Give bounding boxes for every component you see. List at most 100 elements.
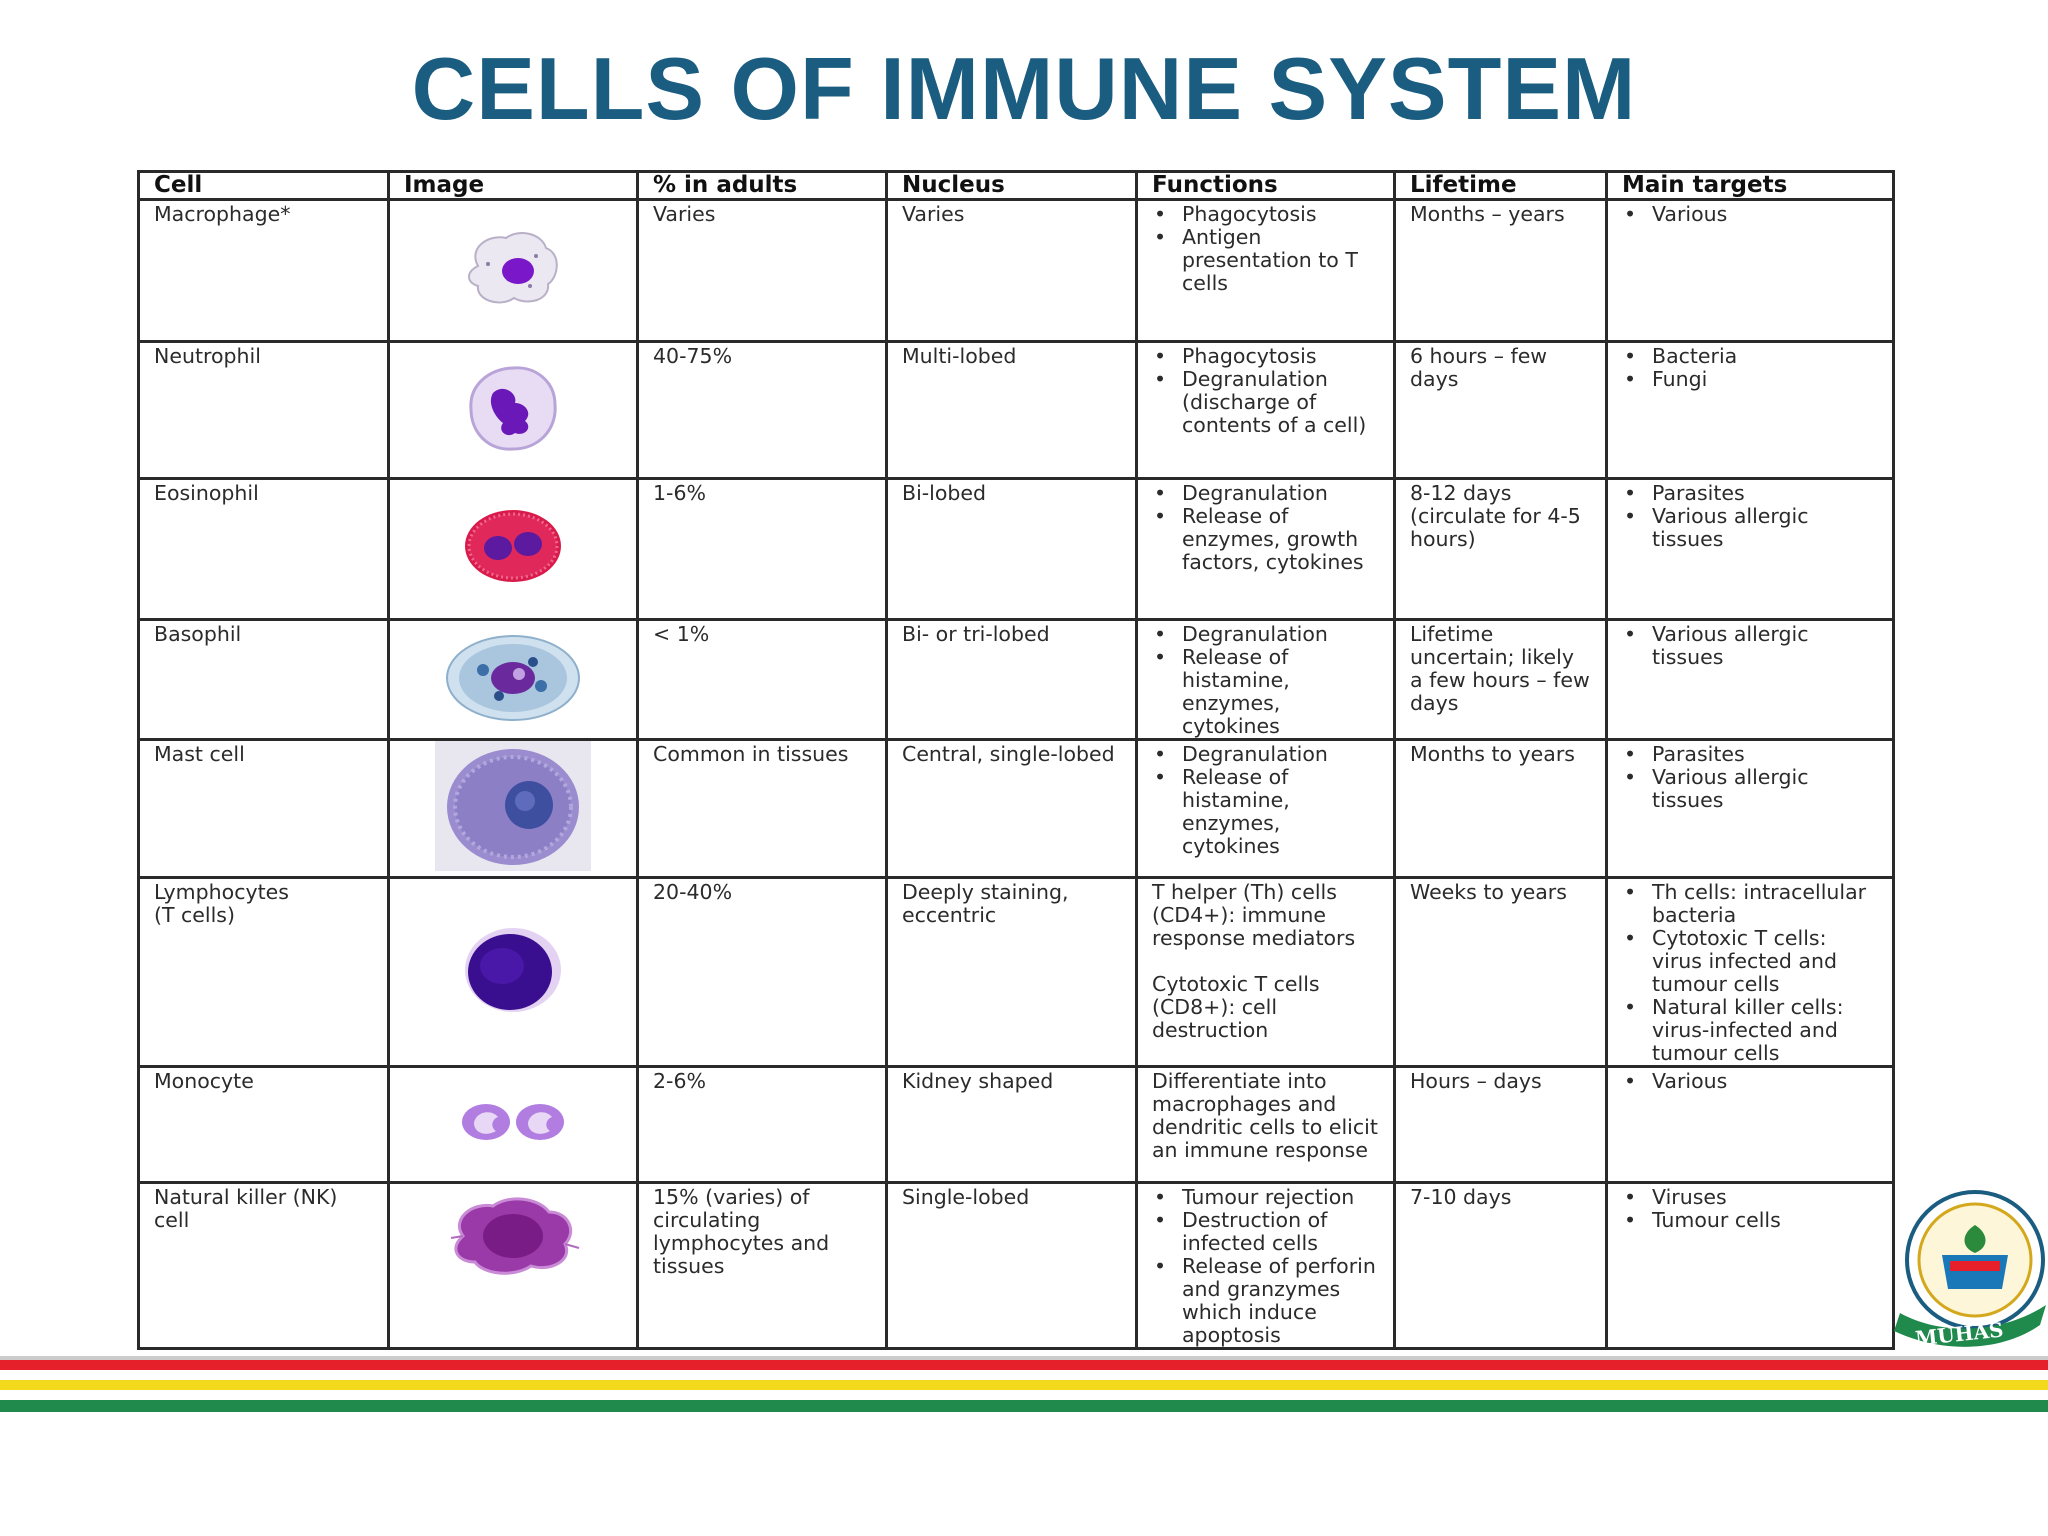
cell-name: Natural killer (NK) cell [137, 1181, 390, 1350]
stripe-white [0, 1390, 2048, 1400]
target-item: Natural killer cells: virus-infected and… [1624, 996, 1878, 1065]
target-item: Various [1624, 1070, 1878, 1094]
monocyte-cell-icon [462, 1104, 564, 1140]
percent-in-adults: 2-6% [636, 1065, 888, 1184]
function-item: Degranulation [1154, 482, 1379, 506]
percent-in-adults: 15% (varies) of circulating lymphocytes … [636, 1181, 888, 1350]
function-item: Phagocytosis [1154, 345, 1379, 369]
function-item: Degranulation [1154, 743, 1379, 767]
page-title: CELLS OF IMMUNE SYSTEM [411, 39, 1637, 138]
function-item: Antigen presentation to T cells [1154, 226, 1379, 295]
function-item: Tumour rejection [1154, 1186, 1379, 1210]
image-cell [387, 1181, 639, 1350]
main-targets: Bacteria Fungi [1605, 340, 1895, 480]
nucleus: Bi-lobed [885, 477, 1138, 621]
table-row: Neutrophil 40-75% Multi-lobed Phagocytos… [137, 340, 1895, 480]
percent-in-adults: Common in tissues [636, 738, 888, 879]
stripe-white [0, 1370, 2048, 1380]
percent-in-adults: 1-6% [636, 477, 888, 621]
nucleus: Kidney shaped [885, 1065, 1138, 1184]
image-cell [387, 198, 639, 343]
stripe-gray [0, 1356, 2048, 1360]
cell-name: Basophil [137, 618, 390, 741]
header-cell: Image [387, 170, 639, 201]
image-cell [387, 340, 639, 480]
function-item: Phagocytosis [1154, 203, 1379, 227]
logo-label: MUHAS [1914, 1317, 2004, 1350]
macrophage-cell-icon [468, 231, 558, 303]
neutrophil-cell-icon [469, 365, 557, 451]
lifetime: Months – years [1393, 198, 1608, 343]
functions: Tumour rejection Destruction of infected… [1135, 1181, 1396, 1350]
target-item: Various allergic tissues [1624, 623, 1878, 669]
header-cell: Main targets [1605, 170, 1895, 201]
functions: Degranulation Release of histamine, enzy… [1135, 618, 1396, 741]
nucleus: Varies [885, 198, 1138, 343]
target-item: Various allergic tissues [1624, 766, 1878, 812]
lifetime: 8-12 days (circulate for 4-5 hours) [1393, 477, 1608, 621]
table-row: Monocyte 2-6% Kidney shaped Differentiat… [137, 1065, 1895, 1184]
basophil-cell-icon [446, 634, 580, 721]
target-item: Viruses [1624, 1186, 1878, 1210]
image-cell [387, 876, 639, 1068]
functions: Degranulation Release of enzymes, growth… [1135, 477, 1396, 621]
function-item: Degranulation [1154, 623, 1379, 647]
stripe-green [0, 1400, 2048, 1412]
target-item: Various [1624, 203, 1878, 227]
header-cell: Functions [1135, 170, 1396, 201]
header-cell: % in adults [636, 170, 888, 201]
main-targets: Various [1605, 198, 1895, 343]
target-item: Bacteria [1624, 345, 1878, 369]
image-cell [387, 1065, 639, 1184]
main-targets: Viruses Tumour cells [1605, 1181, 1895, 1350]
table-header-row: Cell Image % in adults Nucleus Functions… [137, 170, 1895, 201]
footer-stripes [0, 1356, 2048, 1416]
table-row: Lymphocytes (T cells) 20-40% Deeply stai… [137, 876, 1895, 1068]
nucleus: Central, single-lobed [885, 738, 1138, 879]
main-targets: Various allergic tissues [1605, 618, 1895, 741]
nucleus: Deeply staining, eccentric [885, 876, 1138, 1068]
image-cell [387, 738, 639, 879]
mast-cell-icon [435, 741, 591, 871]
functions: Differentiate into macrophages and dendr… [1135, 1065, 1396, 1184]
image-cell [387, 477, 639, 621]
nucleus: Multi-lobed [885, 340, 1138, 480]
header-cell: Nucleus [885, 170, 1138, 201]
lifetime: Weeks to years [1393, 876, 1608, 1068]
immune-cells-table: Cell Image % in adults Nucleus Functions… [137, 170, 1895, 1350]
main-targets: Th cells: intracellular bacteria Cytotox… [1605, 876, 1895, 1068]
main-targets: Parasites Various allergic tissues [1605, 477, 1895, 621]
function-item: Degranulation (discharge of contents of … [1154, 368, 1379, 437]
functions: Degranulation Release of histamine, enzy… [1135, 738, 1396, 879]
cell-name: Lymphocytes (T cells) [137, 876, 390, 1068]
lifetime: Months to years [1393, 738, 1608, 879]
eosinophil-cell-icon [465, 510, 561, 582]
header-cell: Cell [137, 170, 390, 201]
table-row: Natural killer (NK) cell 15% (varies) of… [137, 1181, 1895, 1350]
stripe-red [0, 1360, 2048, 1370]
lymphocyte-cell-icon [465, 928, 561, 1012]
main-targets: Various [1605, 1065, 1895, 1184]
target-item: Cytotoxic T cells: virus infected and tu… [1624, 927, 1878, 996]
cell-name: Monocyte [137, 1065, 390, 1184]
percent-in-adults: < 1% [636, 618, 888, 741]
cell-name: Macrophage* [137, 198, 390, 343]
table-row: Eosinophil 1-6% Bi-lobed Degranulation R… [137, 477, 1895, 621]
target-item: Fungi [1624, 368, 1878, 392]
target-item: Parasites [1624, 743, 1878, 767]
lifetime: Lifetime uncertain; likely a few hours –… [1393, 618, 1608, 741]
function-item: Release of histamine, enzymes, cytokines [1154, 646, 1379, 738]
nucleus: Bi- or tri-lobed [885, 618, 1138, 741]
function-item: Release of histamine, enzymes, cytokines [1154, 766, 1379, 858]
percent-in-adults: 40-75% [636, 340, 888, 480]
target-item: Tumour cells [1624, 1209, 1878, 1233]
functions: Phagocytosis Antigen presentation to T c… [1135, 198, 1396, 343]
lifetime: 7-10 days [1393, 1181, 1608, 1350]
functions: Phagocytosis Degranulation (discharge of… [1135, 340, 1396, 480]
cell-name: Mast cell [137, 738, 390, 879]
cell-name: Neutrophil [137, 340, 390, 480]
lifetime: Hours – days [1393, 1065, 1608, 1184]
lifetime: 6 hours – few days [1393, 340, 1608, 480]
function-item: Release of perforin and granzymes which … [1154, 1255, 1379, 1347]
target-item: Various allergic tissues [1624, 505, 1878, 551]
